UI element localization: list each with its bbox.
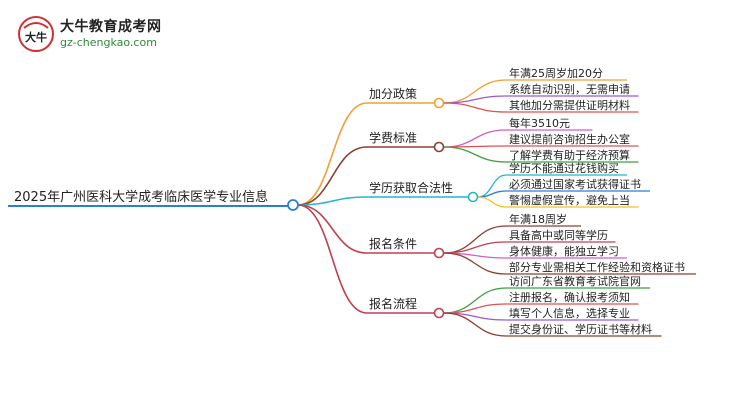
branch-label[interactable]: 加分政策 [369, 87, 417, 101]
root-label: 2025年广州医科大学成考临床医学专业信息 [14, 189, 268, 205]
site-logo[interactable]: 大牛 大牛教育成考网 gz-chengkao.com [16, 14, 166, 54]
leaf-label: 访问广东省教育考试院官网 [509, 274, 641, 288]
logo-url: gz-chengkao.com [60, 36, 157, 49]
leaf-connector [443, 312, 507, 337]
leaf-label: 必须通过国家考试获得证书 [509, 177, 641, 191]
leaf-connector [477, 190, 507, 198]
root-node[interactable] [287, 199, 299, 211]
leaf-label: 注册报名，确认报考须知 [509, 290, 630, 304]
leaf-connector [443, 129, 507, 148]
leaf-label: 了解学费有助于经济预算 [509, 148, 630, 162]
leaf-label: 学历不能通过花钱购买 [509, 161, 619, 175]
leaf-connector [443, 252, 507, 275]
leaf-label: 年满18周岁 [509, 212, 567, 226]
branch-connector [297, 196, 368, 206]
leaf-label: 警惕虚假宣传，避免上当 [509, 193, 630, 207]
branch-connector [297, 146, 368, 206]
leaf-label: 每年3510元 [509, 116, 570, 130]
branch-label[interactable]: 学历获取合法性 [369, 180, 453, 195]
logo-mark-text: 大牛 [25, 30, 47, 44]
logo-mark-icon: 大牛 [18, 16, 54, 52]
branch-connector [297, 204, 368, 314]
leaf-connector [443, 225, 507, 254]
branch-connector [297, 204, 368, 254]
logo-title: 大牛教育成考网 [60, 19, 162, 35]
leaf-label: 部分专业需相关工作经验和资格证书 [509, 260, 685, 274]
branch-node[interactable] [433, 247, 445, 259]
leaf-label: 其他加分需提供证明材料 [509, 98, 630, 112]
leaf-connector [443, 102, 507, 113]
branch-connector [297, 102, 368, 206]
branch-node[interactable] [433, 97, 445, 109]
branch-label[interactable]: 报名流程 [369, 296, 417, 311]
leaf-label: 系统自动识别，无需申请 [509, 83, 630, 96]
branch-node[interactable] [433, 307, 445, 319]
leaf-connector [477, 196, 507, 208]
leaf-label: 身体健康，能独立学习 [509, 244, 619, 258]
branch-node[interactable] [467, 191, 479, 203]
leaf-connector [443, 146, 507, 163]
leaf-label: 填写个人信息，选择专业 [509, 306, 630, 320]
branch-node[interactable] [433, 141, 445, 153]
leaf-label: 建议提前咨询招生办公室 [509, 132, 630, 146]
branch-label[interactable]: 报名条件 [369, 236, 417, 251]
branch-label[interactable]: 学费标准 [369, 130, 417, 145]
leaf-label: 提交身份证、学历证书等材料 [509, 322, 652, 336]
leaf-connector [443, 287, 507, 314]
leaf-label: 年满25周岁加20分 [509, 66, 603, 80]
leaf-connector [443, 241, 507, 254]
leaf-label: 具备高中或同等学历 [509, 228, 608, 242]
